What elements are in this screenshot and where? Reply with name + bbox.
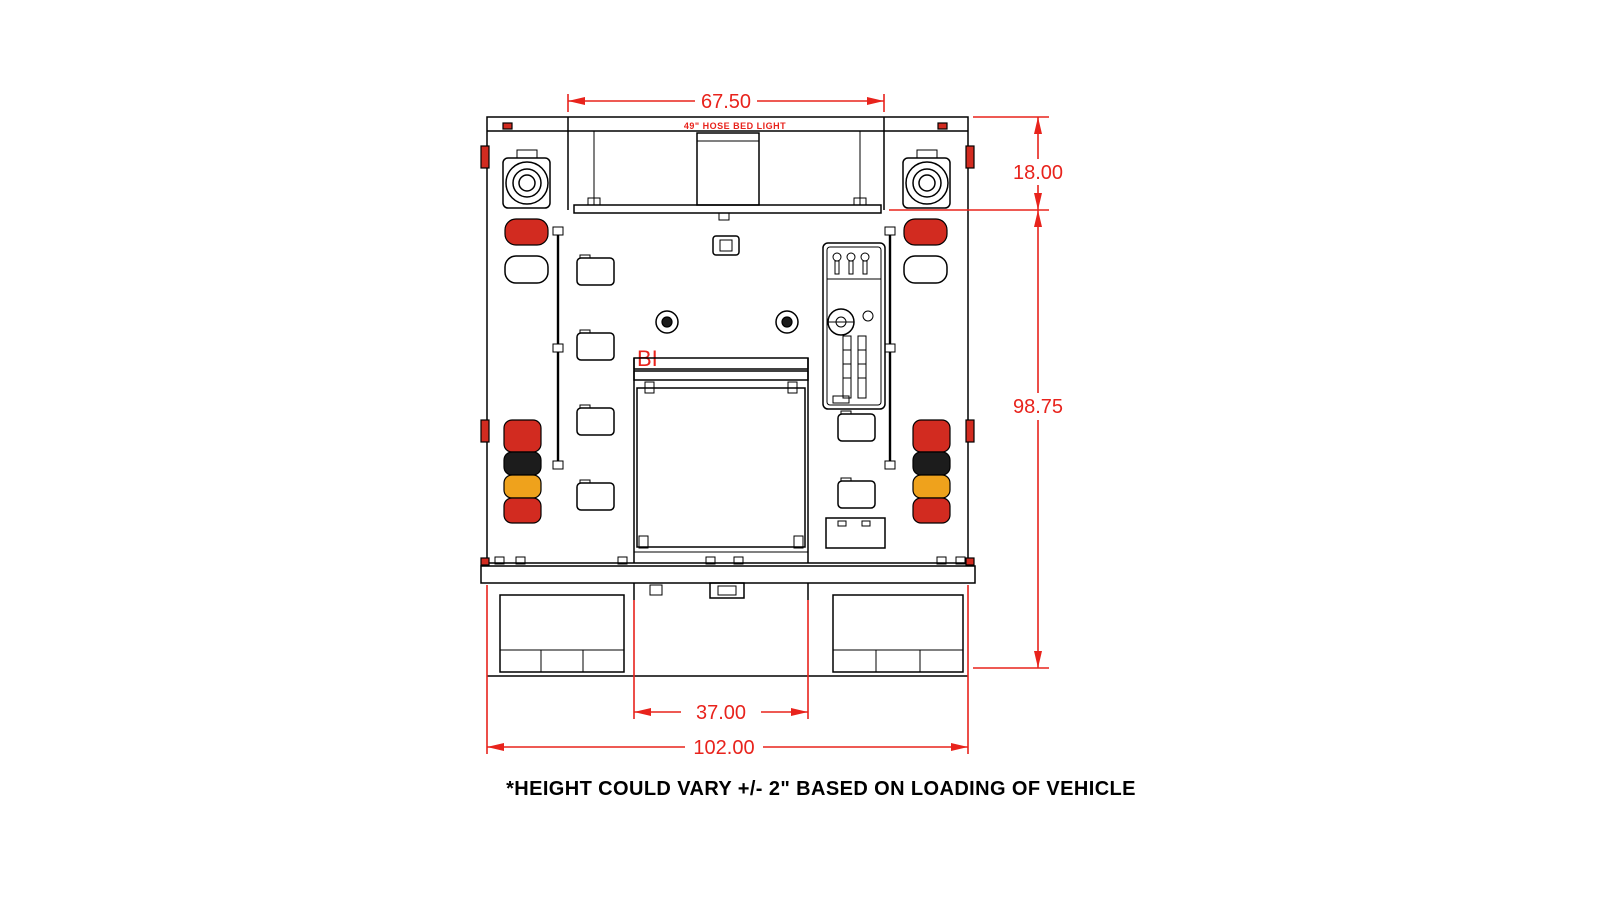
- hose-bed: [502, 122, 948, 221]
- marker-light-right-clear: [903, 255, 948, 284]
- underbody-box-right: [832, 594, 964, 673]
- height-variance-note: *HEIGHT COULD VARY +/- 2" BASED ON LOADI…: [506, 778, 1136, 800]
- stop-light-left: [503, 419, 542, 453]
- tail-light-cluster-right: [912, 419, 951, 524]
- top-center-latch: [712, 235, 740, 256]
- turn-light-right: [912, 474, 951, 499]
- dim-center-door-width: 37.00: [633, 600, 809, 724]
- clearance-light-mid-right: [965, 419, 975, 443]
- dim-hose-bed-width: 67.50: [567, 91, 885, 113]
- sight-gauge-1: [842, 335, 852, 399]
- trailer-plug: [649, 584, 663, 596]
- tail-light-left: [503, 497, 542, 524]
- dim-label-67-50: 67.50: [701, 91, 751, 113]
- sight-gauge-2: [857, 335, 867, 399]
- dim-label-37-00: 37.00: [696, 702, 746, 724]
- turn-light-left: [503, 474, 542, 499]
- folding-step-left-1: [576, 254, 615, 286]
- backup-light-right: [912, 451, 951, 476]
- tow-hitch: [633, 582, 809, 600]
- hose-bed-light-label: 49" HOSE BED LIGHT: [684, 121, 786, 131]
- dim-label-98-75: 98.75: [1013, 396, 1063, 418]
- license-plate-bracket: [825, 517, 886, 549]
- work-light-right: [902, 149, 951, 209]
- folding-step-right-2: [837, 477, 876, 509]
- marker-light-left-clear: [504, 255, 549, 284]
- dim-overall-width: 102.00: [486, 585, 969, 759]
- work-light-left: [502, 149, 551, 209]
- folding-step-left-3: [576, 404, 615, 436]
- marker-light-right-red: [903, 218, 948, 246]
- truck-body-outline: [486, 116, 969, 564]
- folding-step-right-1: [837, 410, 876, 442]
- dim-upper-section-height: 18.00: [889, 116, 1063, 211]
- dim-label-102-00: 102.00: [693, 737, 754, 759]
- dim-body-height: 98.75: [973, 210, 1063, 669]
- rear-bumper: [480, 556, 976, 584]
- pump-control-panel: [822, 242, 886, 410]
- roof-clip-left: [502, 122, 513, 130]
- folding-step-left-4: [576, 479, 615, 511]
- bumper-marker-right: [965, 557, 975, 566]
- tail-light-cluster-left: [503, 419, 542, 524]
- tail-light-right: [912, 497, 951, 524]
- clearance-light-top-right: [965, 145, 975, 169]
- roof-clip-right: [937, 122, 948, 130]
- round-light-right: [775, 310, 799, 334]
- grab-rail-right: [884, 226, 896, 470]
- round-light-left: [655, 310, 679, 334]
- small-gauge: [862, 310, 874, 322]
- clearance-light-top-left: [480, 145, 490, 169]
- stop-light-right: [912, 419, 951, 453]
- dim-label-18-00: 18.00: [1013, 162, 1063, 184]
- clearance-light-mid-left: [480, 419, 490, 443]
- rear-access-door: [633, 357, 809, 563]
- bumper-marker-left: [480, 557, 490, 566]
- marker-light-left-red: [504, 218, 549, 246]
- folding-step-left-2: [576, 329, 615, 361]
- underbody-box-left: [499, 594, 625, 673]
- backup-light-left: [503, 451, 542, 476]
- grab-rail-left: [552, 226, 564, 470]
